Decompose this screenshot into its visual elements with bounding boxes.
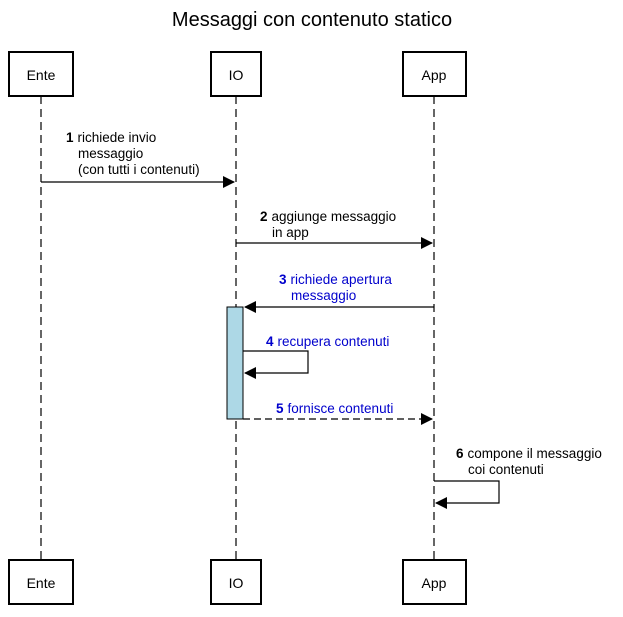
actor-label-io: IO <box>229 67 244 83</box>
message-4-arrow <box>243 350 309 379</box>
message-6-arrow <box>434 480 500 509</box>
actor-label-io-bottom: IO <box>229 575 244 591</box>
io-activation-bar <box>226 306 244 420</box>
actor-ente-top: Ente <box>8 51 74 97</box>
actor-label-app-bottom: App <box>422 575 447 591</box>
actor-app-bottom: App <box>402 559 467 605</box>
actor-label-ente-bottom: Ente <box>27 575 56 591</box>
actor-app-top: App <box>402 51 467 97</box>
actor-io-top: IO <box>210 51 262 97</box>
actor-ente-bottom: Ente <box>8 559 74 605</box>
actor-label-ente: Ente <box>27 67 56 83</box>
diagram-title: Messaggi con contenuto statico <box>172 9 452 31</box>
actor-io-bottom: IO <box>210 559 262 605</box>
actor-label-app: App <box>422 67 447 83</box>
